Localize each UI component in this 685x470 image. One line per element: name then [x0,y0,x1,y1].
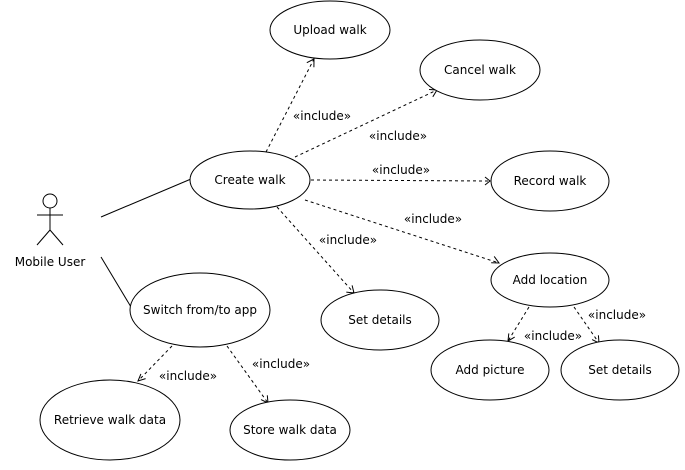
use-case-add-location: Add location [490,252,610,308]
use-case-store-walk-data: Store walk data [229,399,351,461]
use-case-create-walk: Create walk [189,150,311,210]
use-case-add-picture: Add picture [430,339,550,401]
include-label: «include» [524,329,582,343]
use-case-label: Upload walk [293,23,366,37]
include-label: «include» [372,163,430,177]
include-create-setdetails: «include» [276,206,377,294]
include-create-location: «include» [304,199,501,264]
use-case-switch-app: Switch from/to app [129,272,271,348]
include-switch-retrieve: «include» [137,345,217,383]
use-case-label: Set details [588,363,652,377]
use-case-label: Retrieve walk data [54,413,166,427]
use-case-label: Add picture [456,363,525,377]
use-case-retrieve-walk-data: Retrieve walk data [39,379,181,461]
include-location-setdetails: «include» [573,306,646,344]
actor-head [42,193,58,209]
include-create-record: «include» [310,163,491,186]
include-label: «include» [252,357,310,371]
include-label: «include» [404,212,462,226]
use-case-set-details-location: Set details [560,339,680,401]
use-case-label: Set details [348,313,412,327]
use-case-upload-walk: Upload walk [269,0,391,60]
use-case-label: Switch from/to app [143,303,257,317]
include-label: «include» [293,109,351,123]
include-label: «include» [588,308,646,322]
actor-label: Mobile User [15,255,86,269]
actor-left-leg [36,229,51,246]
include-label: «include» [369,129,427,143]
association-create-walk [100,178,192,218]
use-case-record-walk: Record walk [490,150,610,212]
include-create-upload: «include» [265,58,351,153]
association-switch-app [100,256,132,308]
use-case-label: Create walk [214,173,285,187]
include-create-cancel: «include» [294,89,438,158]
use-case-label: Store walk data [243,423,337,437]
include-switch-store: «include» [226,345,310,404]
actor-mobile-user: Mobile User [15,193,86,269]
include-label: «include» [319,233,377,247]
use-case-set-details: Set details [320,289,440,351]
use-case-cancel-walk: Cancel walk [419,39,541,101]
use-case-label: Record walk [514,174,587,188]
include-location-picture: «include» [507,306,582,343]
use-case-label: Cancel walk [444,63,516,77]
use-case-label: Add location [513,273,588,287]
actor-right-leg [49,229,64,246]
include-label: «include» [159,369,217,383]
